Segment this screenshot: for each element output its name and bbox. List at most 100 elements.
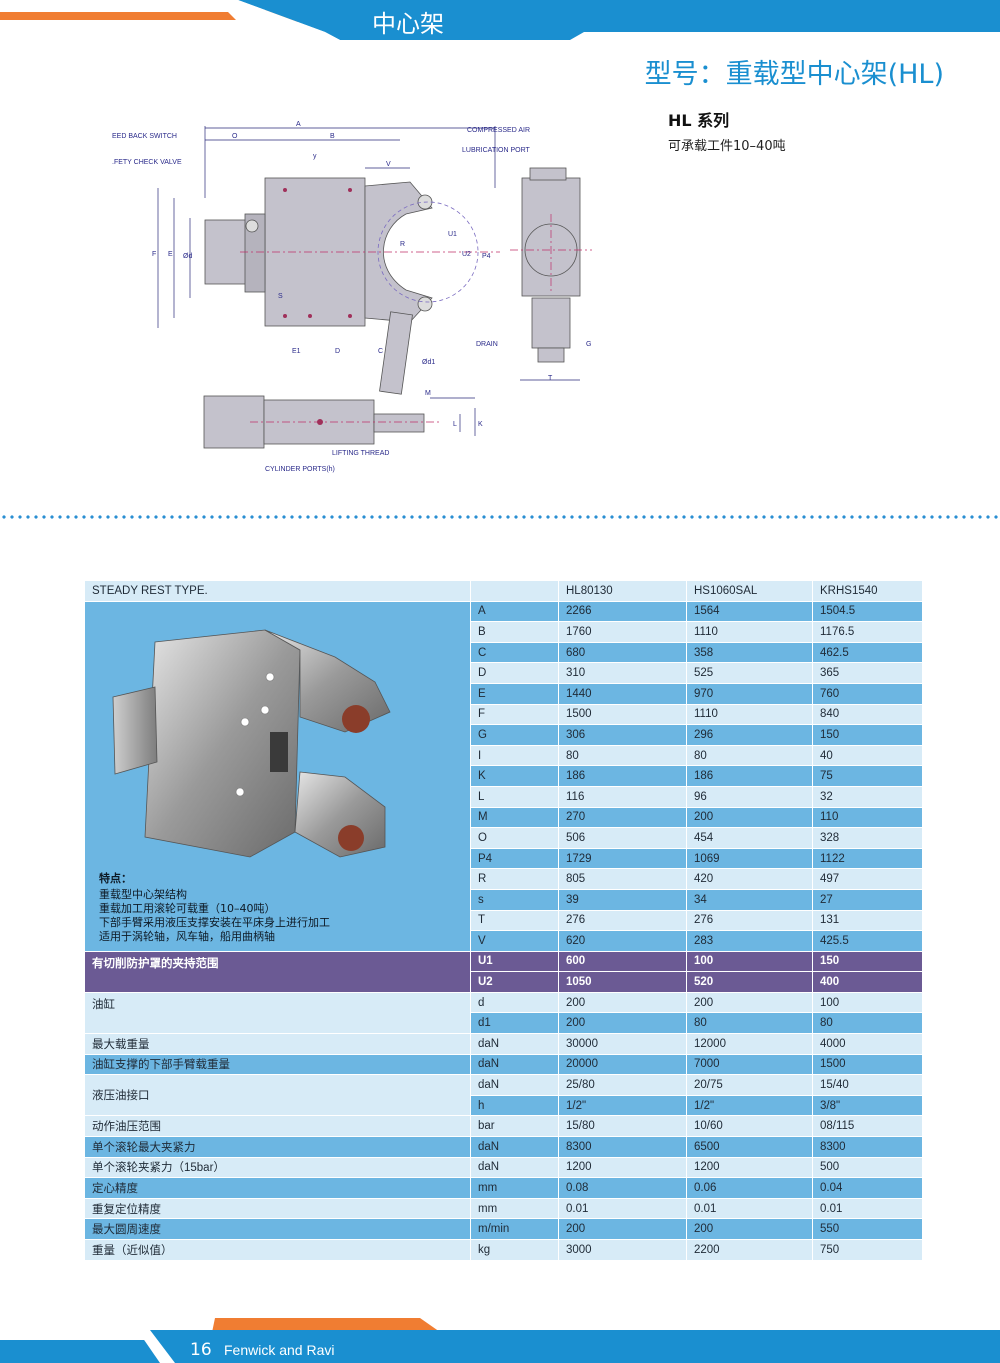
spec-label: 重量（近似值） — [84, 1239, 471, 1261]
header-title: 中心架 — [372, 10, 444, 38]
svg-text:U1: U1 — [448, 231, 457, 238]
dim-key: B — [470, 621, 559, 643]
svg-text:R: R — [400, 241, 405, 248]
dim-value: 80 — [686, 1012, 813, 1035]
svg-text:DRAIN: DRAIN — [476, 341, 498, 348]
svg-text:D: D — [335, 348, 340, 355]
dim-value: 200 — [686, 991, 813, 1014]
svg-text:B: B — [330, 133, 335, 140]
svg-text:A: A — [296, 121, 301, 128]
dim-value: 39 — [558, 888, 687, 911]
dim-value: 550 — [812, 1218, 923, 1240]
dim-value: 358 — [686, 641, 813, 664]
svg-text:Ød: Ød — [183, 253, 192, 260]
dim-value: 497 — [812, 868, 923, 890]
dim-value: 296 — [686, 724, 813, 746]
header-label: STEADY REST TYPE. — [84, 580, 471, 602]
dim-value: 970 — [686, 682, 813, 705]
spec-unit: bar — [470, 1115, 559, 1138]
dim-value: 186 — [686, 765, 813, 787]
dim-value: 276 — [686, 909, 813, 932]
dim-value: 6500 — [686, 1136, 813, 1158]
dim-value: 425.5 — [812, 930, 923, 952]
dim-key: K — [470, 765, 559, 787]
svg-text:P4: P4 — [482, 253, 491, 260]
dim-key: U1 — [470, 950, 559, 973]
spec-unit: mm — [470, 1177, 559, 1199]
dim-key: D — [470, 662, 559, 684]
svg-text:LUBRICATION PORT: LUBRICATION PORT — [462, 147, 531, 154]
dim-value: 0.06 — [686, 1177, 813, 1199]
capacity-label: 可承载工件10–40吨 — [668, 139, 786, 154]
dim-value: 80 — [686, 744, 813, 767]
svg-text:L: L — [453, 421, 457, 428]
product-photo-cell: 特点： 重载型中心架结构 重载加工用滚轮可载重（10–40吨） 下部手臂采用液压… — [84, 600, 471, 952]
series-label: HL 系列 — [668, 111, 730, 130]
svg-text:V: V — [386, 161, 391, 168]
svg-text:.FETY CHECK VALVE: .FETY CHECK VALVE — [112, 159, 182, 166]
dim-value: 1500 — [812, 1053, 923, 1076]
dim-value: 365 — [812, 662, 923, 684]
dim-value: 420 — [686, 868, 813, 890]
dim-value: 400 — [812, 971, 923, 993]
table-row: 有切削防护罩的夹持范围 U1 600 100 150 — [84, 950, 923, 993]
svg-text:E: E — [168, 251, 173, 258]
dim-value: 8300 — [558, 1136, 687, 1158]
table-row: 定心精度 mm 0.08 0.06 0.04 — [84, 1177, 923, 1199]
dim-value: 40 — [812, 744, 923, 767]
dim-value: 131 — [812, 909, 923, 932]
dim-value: 1069 — [686, 847, 813, 870]
dim-value: 306 — [558, 724, 687, 746]
dim-value: 3/8" — [812, 1094, 923, 1117]
dim-value: 2200 — [686, 1239, 813, 1261]
table-row: 最大载重量 daN 30000 12000 4000 — [84, 1033, 923, 1055]
svg-text:C: C — [378, 348, 383, 355]
dim-value: 200 — [686, 1218, 813, 1240]
dim-value: 1/2" — [686, 1094, 813, 1117]
dim-value: 1176.5 — [812, 621, 923, 643]
svg-text:y: y — [313, 153, 317, 160]
dim-value: 680 — [558, 641, 687, 664]
dim-value: 750 — [812, 1239, 923, 1261]
svg-text:EED BACK SWITCH: EED BACK SWITCH — [112, 133, 177, 140]
dim-value: 3000 — [558, 1239, 687, 1261]
page-number: 16 — [190, 1340, 212, 1360]
dim-key: O — [470, 827, 559, 849]
dim-key: C — [470, 641, 559, 664]
dim-value: 200 — [686, 806, 813, 829]
svg-text:U2: U2 — [462, 251, 471, 258]
feature-line: 适用于涡轮轴，风车轴，船用曲柄轴 — [99, 929, 275, 943]
dim-value: 840 — [812, 703, 923, 726]
dim-value: 80 — [812, 1012, 923, 1035]
svg-text:Ød1: Ød1 — [422, 359, 435, 366]
dim-value: 1440 — [558, 682, 687, 705]
dim-key: U2 — [470, 971, 559, 993]
dim-value: 310 — [558, 662, 687, 684]
dim-value: 1200 — [686, 1156, 813, 1179]
table-row: 单个滚轮最大夹紧力 daN 8300 6500 8300 — [84, 1136, 923, 1158]
spec-label: 最大载重量 — [84, 1033, 471, 1055]
dim-value: 1050 — [558, 971, 687, 993]
dim-value: 32 — [812, 785, 923, 808]
dim-value: 620 — [558, 930, 687, 952]
table-header-row: STEADY REST TYPE. HL80130 HS1060SAL KRHS… — [84, 580, 923, 602]
dim-value: 2266 — [558, 600, 687, 623]
dim-key: A — [470, 600, 559, 623]
header-col1: HL80130 — [558, 580, 687, 602]
dim-key: s — [470, 888, 559, 911]
table-row: 特点： 重载型中心架结构 重载加工用滚轮可载重（10–40吨） 下部手臂采用液压… — [84, 600, 923, 952]
footer-brand: Fenwick and Ravi — [224, 1342, 335, 1358]
technical-drawing: EED BACK SWITCH .FETY CHECK VALVE COMPRE… — [112, 121, 592, 473]
dim-value: 500 — [812, 1156, 923, 1179]
table-row: 油缸支撑的下部手臂载重量 daN 20000 7000 1500 — [84, 1053, 923, 1076]
dim-value: 34 — [686, 888, 813, 911]
svg-text:CYLINDER PORTS(h): CYLINDER PORTS(h) — [265, 466, 335, 473]
dim-value: 20000 — [558, 1053, 687, 1076]
